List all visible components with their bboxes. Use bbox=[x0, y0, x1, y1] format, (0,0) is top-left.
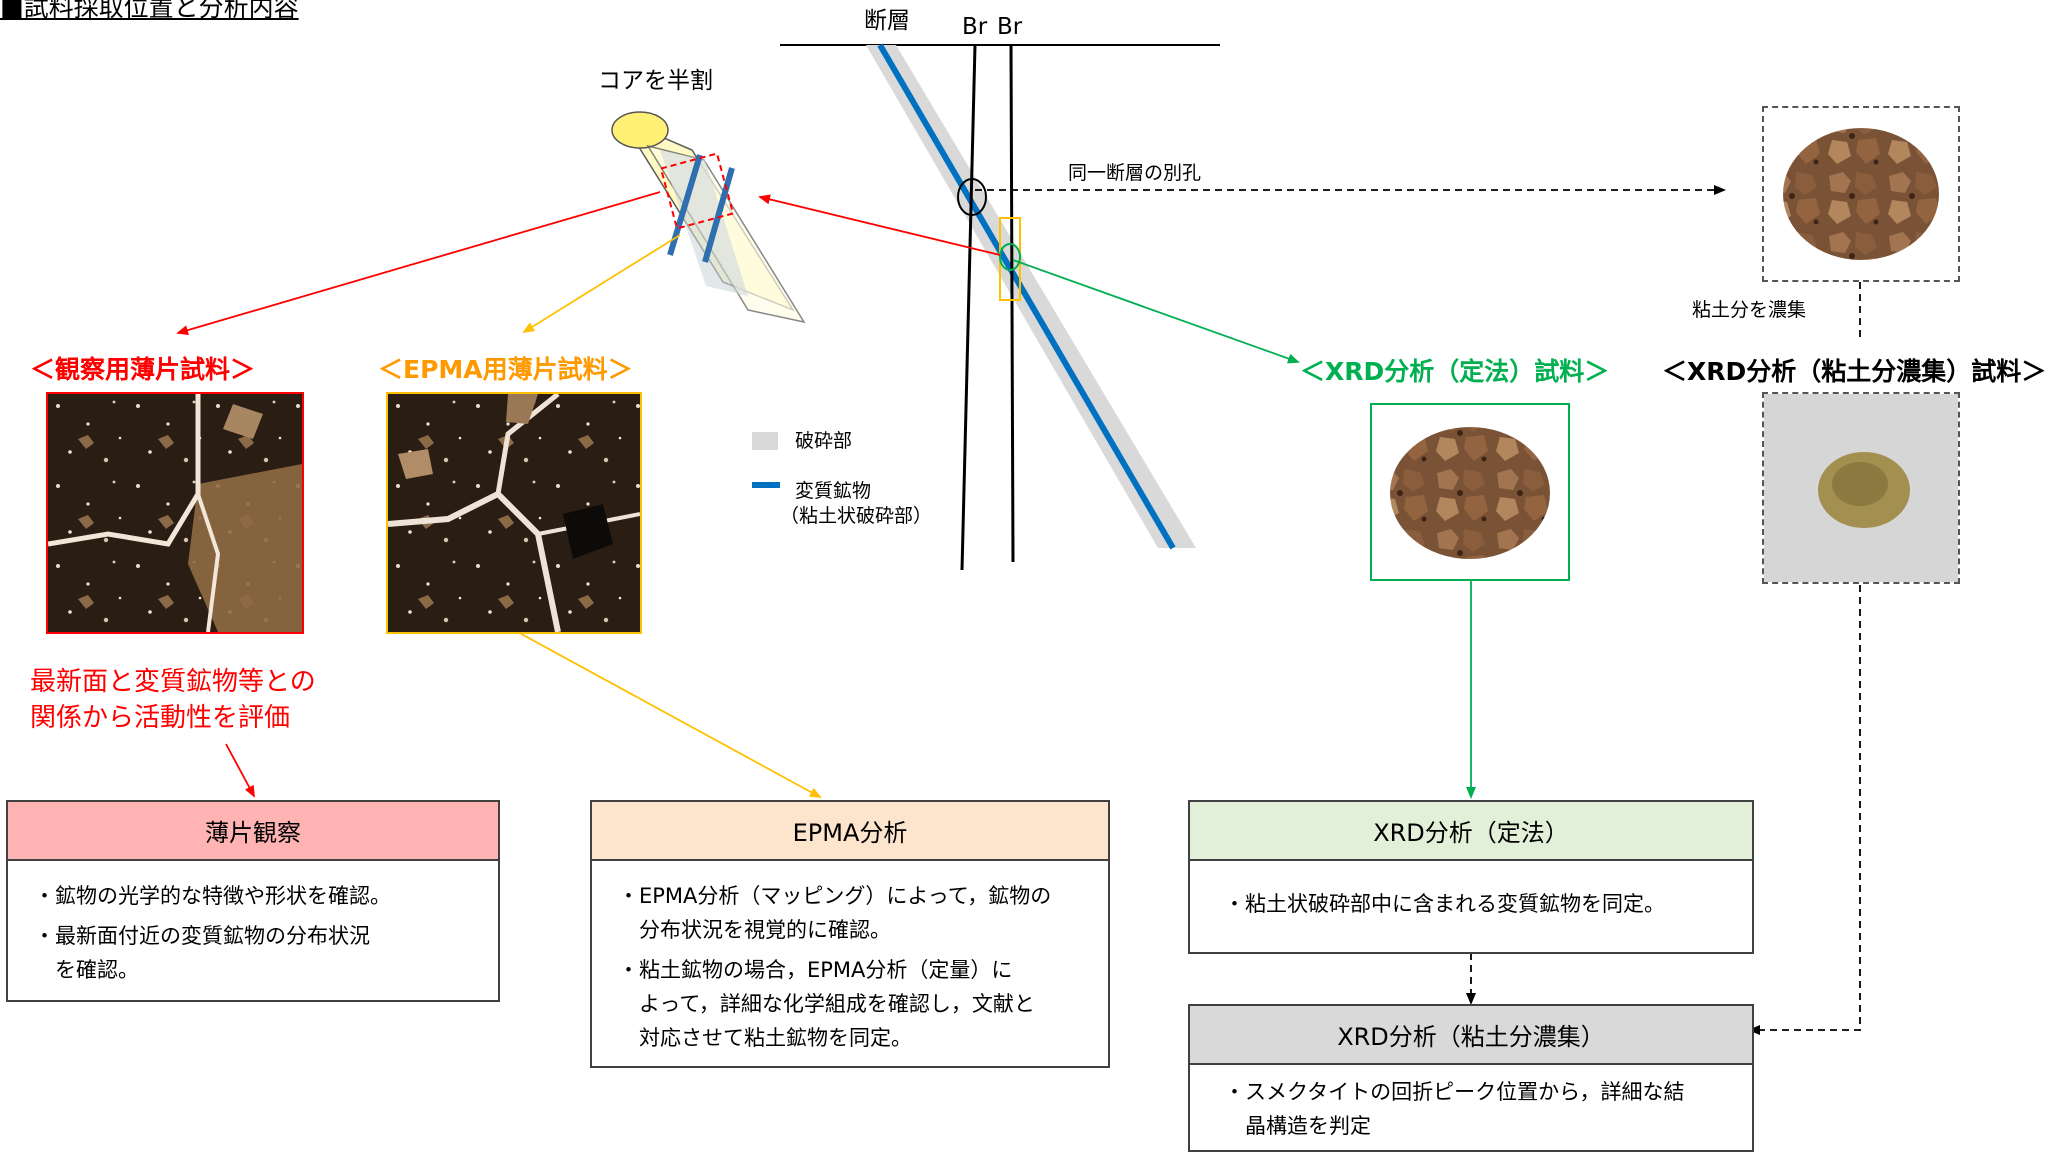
epma-thin-section-photo bbox=[386, 392, 642, 634]
core-half-drawing bbox=[611, 111, 806, 324]
clay-concentrate-label: 粘土分を濃集 bbox=[1692, 299, 1807, 321]
evaluation-line-2: 関係から活動性を評価 bbox=[30, 703, 291, 733]
thin-section-box-title: 薄片観察 bbox=[8, 802, 498, 861]
arrow-core-to-epma bbox=[522, 234, 681, 334]
epma-box-body: ・EPMA分析（マッピング）によって，鉱物の 分布状況を視覚的に確認。 ・粘土鉱… bbox=[592, 861, 1108, 1055]
other-hole-photo-image bbox=[1764, 108, 1958, 280]
arrow-eval-to-thin-section bbox=[225, 743, 255, 798]
xrd-sample-photo bbox=[1370, 403, 1570, 581]
thin-section-bullet-1: ・鉱物の光学的な特徴や形状を確認。 bbox=[34, 884, 391, 908]
evaluation-text: 最新面と変質鉱物等との 関係から活動性を評価 bbox=[30, 664, 316, 736]
epma-bullet-1a: ・EPMA分析（マッピング）によって，鉱物の bbox=[618, 884, 1052, 908]
xrd-clay-box-body: ・スメクタイトの回折ピーク位置から，詳細な結 晶構造を判定 bbox=[1190, 1065, 1752, 1143]
epma-sample-heading: ＜EPMA用薄片試料＞ bbox=[378, 355, 633, 384]
borehole-label-2: Br bbox=[997, 14, 1023, 40]
xrd-clay-bullet-1b: 晶構造を判定 bbox=[1224, 1114, 1371, 1138]
arrow-fault-to-core bbox=[758, 194, 1001, 256]
fault-label: 断層 bbox=[864, 8, 910, 34]
thin-section-bullet-2a: ・最新面付近の変質鉱物の分布状況 bbox=[34, 924, 370, 948]
epma-bullet-2c: 対応させて粘土鉱物を同定。 bbox=[618, 1026, 912, 1050]
xrd-box-body: ・粘土状破砕部中に含まれる変質鉱物を同定。 bbox=[1190, 861, 1752, 921]
xrd-bullet-1: ・粘土状破砕部中に含まれる変質鉱物を同定。 bbox=[1224, 892, 1665, 916]
epma-bullet-1b: 分布状況を視覚的に確認。 bbox=[618, 918, 891, 942]
page-title: ■試料採取位置と分析内容 bbox=[0, 0, 299, 22]
xrd-clay-bullet-1a: ・スメクタイトの回折ピーク位置から，詳細な結 bbox=[1224, 1080, 1685, 1104]
clay-powder-image bbox=[1764, 394, 1958, 582]
epma-box-title: EPMA分析 bbox=[592, 802, 1108, 861]
intersection-circle-2 bbox=[999, 243, 1021, 271]
observation-photo-image bbox=[48, 394, 302, 632]
xrd-clay-box-title: XRD分析（粘土分濃集） bbox=[1190, 1006, 1752, 1065]
epma-box: EPMA分析 ・EPMA分析（マッピング）によって，鉱物の 分布状況を視覚的に確… bbox=[590, 800, 1110, 1068]
xrd-box: XRD分析（定法） ・粘土状破砕部中に含まれる変質鉱物を同定。 bbox=[1188, 800, 1754, 954]
crush-zone bbox=[866, 45, 1196, 548]
borehole-line-1 bbox=[960, 44, 977, 571]
epma-bullet-2b: よって，詳細な化学組成を確認し，文献と bbox=[618, 992, 1035, 1016]
legend-alter-label-1: 変質鉱物 bbox=[795, 480, 872, 502]
evaluation-line-1: 最新面と変質鉱物等との bbox=[30, 667, 316, 697]
intersection-circle-1 bbox=[957, 178, 987, 216]
xrd-box-title: XRD分析（定法） bbox=[1190, 802, 1752, 861]
thin-section-box: 薄片観察 ・鉱物の光学的な特徴や形状を確認。 ・最新面付近の変質鉱物の分布状況 … bbox=[6, 800, 500, 1002]
borehole-label-1: Br bbox=[962, 14, 988, 40]
legend-crush-label: 破砕部 bbox=[795, 430, 853, 452]
thin-section-box-body: ・鉱物の光学的な特徴や形状を確認。 ・最新面付近の変質鉱物の分布状況 を確認。 bbox=[8, 861, 498, 987]
arrow-core-to-observation bbox=[176, 191, 661, 335]
observation-thin-section-photo bbox=[46, 392, 304, 634]
other-hole-label: 同一断層の別孔 bbox=[1068, 162, 1202, 184]
epma-photo-image bbox=[388, 394, 640, 632]
borehole-line-2 bbox=[1009, 44, 1015, 563]
xrd-clay-sample-heading: ＜XRD分析（粘土分濃集）試料＞ bbox=[1662, 357, 2047, 386]
arrow-fault-to-xrd bbox=[1012, 259, 1300, 364]
xrd-clay-box: XRD分析（粘土分濃集） ・スメクタイトの回折ピーク位置から，詳細な結 晶構造を… bbox=[1188, 1004, 1754, 1152]
epma-bullet-2a: ・粘土鉱物の場合，EPMA分析（定量）に bbox=[618, 958, 1013, 982]
xrd-clay-powder-photo bbox=[1762, 392, 1960, 584]
arrow-epma-sample-to-box bbox=[513, 629, 822, 798]
thin-section-bullet-2b: を確認。 bbox=[34, 958, 139, 982]
xrd-photo-image bbox=[1372, 405, 1568, 579]
legend-crush-swatch bbox=[752, 432, 778, 450]
legend-alter-label-2: （粘土状破砕部） bbox=[780, 505, 933, 527]
observation-sample-heading: ＜観察用薄片試料＞ bbox=[30, 355, 256, 384]
xrd-sample-heading: ＜XRD分析（定法）試料＞ bbox=[1300, 357, 1610, 386]
other-hole-clay-photo bbox=[1762, 106, 1960, 282]
altered-mineral-line bbox=[877, 43, 1176, 550]
arrow-clay-sample-to-box bbox=[1748, 585, 1861, 1035]
core-half-label: コアを半割 bbox=[598, 68, 713, 94]
